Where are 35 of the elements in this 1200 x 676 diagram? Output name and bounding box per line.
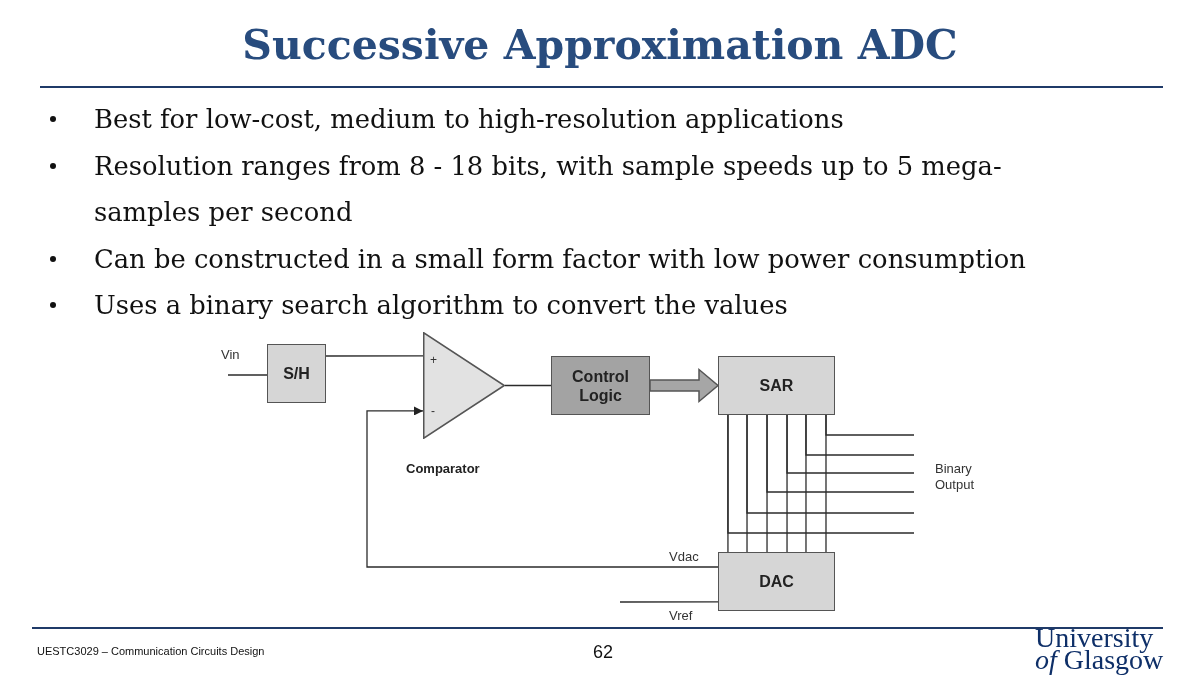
bullet-text: Can be constructed in a small form factor with low power consumption [94, 242, 1026, 276]
circuit-block [718, 356, 835, 415]
page-number: 62 [593, 641, 614, 663]
signal-line [746, 414, 915, 514]
slide-title: Successive Approximation ADC [242, 21, 958, 69]
pin-label: - [431, 405, 435, 417]
signal-line [786, 414, 915, 474]
edge-label: Vref [669, 608, 693, 623]
footer-text: UESTC3029 – Communication Circuits Design [37, 644, 265, 658]
block-label: S/H [283, 364, 310, 383]
pin-label: + [430, 354, 437, 366]
signal-line [727, 414, 915, 534]
block-arrow [649, 367, 720, 404]
comparator-symbol [423, 332, 505, 439]
circuit-block [551, 356, 650, 415]
arrow [366, 406, 719, 568]
output-label: Binary Output [935, 461, 976, 493]
circuit-block [267, 344, 326, 403]
edge-label: Vdac [669, 549, 699, 564]
bullet-text: Best for low-cost, medium to high-resolution applications [94, 103, 844, 136]
block-label: DAC [759, 572, 794, 591]
circuit-block [718, 552, 835, 611]
bullet-text: Resolution ranges from 8 - 18 bits, with sample speeds up to 5 mega-samples per second [94, 149, 1003, 229]
bullet-text: Uses a binary search algorithm to convert the values [94, 289, 788, 322]
block-label: SAR [759, 376, 794, 395]
signal-line [227, 374, 268, 376]
component-label: Comparator [406, 461, 480, 477]
signal-line [805, 414, 915, 456]
signal-line [619, 601, 719, 603]
edge-label: Vin [221, 347, 240, 362]
signal-line [766, 414, 915, 493]
block-label: Control Logic [571, 366, 630, 405]
signal-line [825, 414, 915, 436]
signal-line [325, 355, 424, 357]
signal-line [504, 384, 552, 387]
